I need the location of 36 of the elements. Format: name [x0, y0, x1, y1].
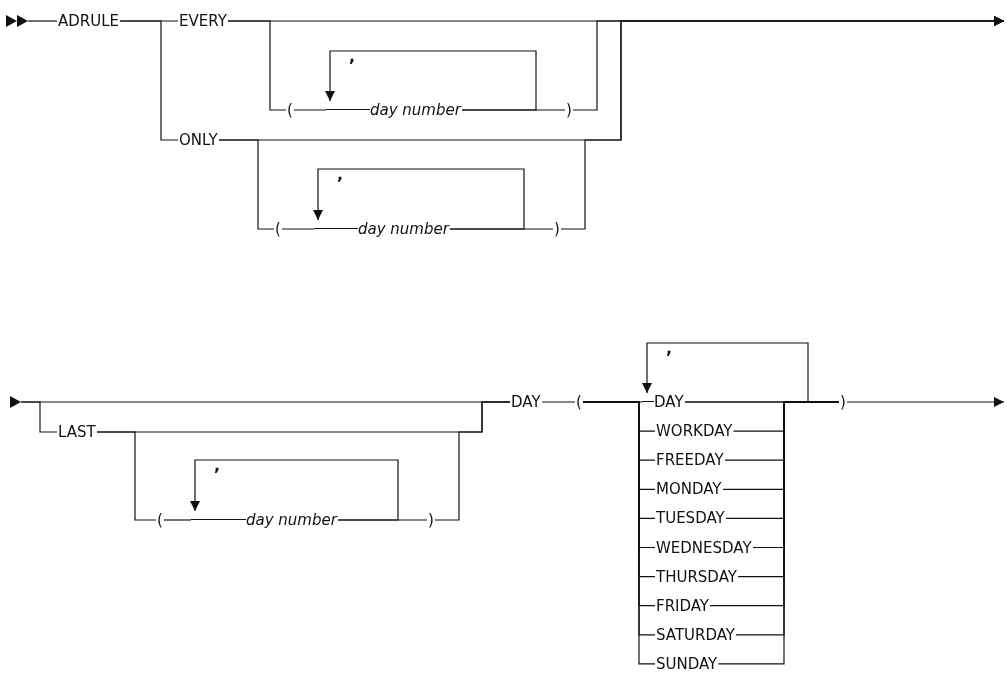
track-line [293, 109, 327, 111]
edge-label: , [213, 459, 222, 473]
track-line [461, 109, 566, 111]
track-line [27, 20, 58, 22]
syntax-delimiter: ) [839, 393, 847, 411]
track-line [337, 519, 428, 521]
track-line [540, 401, 576, 403]
syntax-delimiter: ( [156, 511, 164, 529]
loop-arrow [325, 50, 537, 111]
track-line [281, 228, 315, 230]
track-line [119, 20, 179, 141]
track-line [20, 401, 58, 433]
syntax-delimiter: ( [274, 220, 282, 238]
syntax-delimiter: ( [286, 101, 294, 119]
track-line [449, 228, 554, 230]
edge-label: , [665, 342, 674, 356]
syntax-delimiter: ) [427, 511, 435, 529]
track-line [96, 431, 157, 521]
triangle-marker [10, 396, 21, 408]
syntax-delimiter: ) [553, 220, 561, 238]
loop-arrow [642, 342, 809, 403]
arrow [560, 16, 1005, 230]
syntax-delimiter: ) [565, 101, 573, 119]
track-line [717, 401, 840, 665]
edge-label: , [348, 50, 357, 64]
syntax-variable: day number [314, 220, 450, 238]
edge-label: , [336, 168, 345, 182]
track-line [163, 519, 192, 521]
syntax-delimiter: ( [575, 393, 583, 411]
track-line [217, 139, 275, 230]
loop-arrow [190, 459, 399, 521]
syntax-variable: day number [191, 511, 338, 529]
arrow [846, 397, 1005, 407]
syntax-variable: day number [326, 101, 462, 119]
track-line [434, 401, 511, 521]
loop-arrow [313, 168, 525, 230]
